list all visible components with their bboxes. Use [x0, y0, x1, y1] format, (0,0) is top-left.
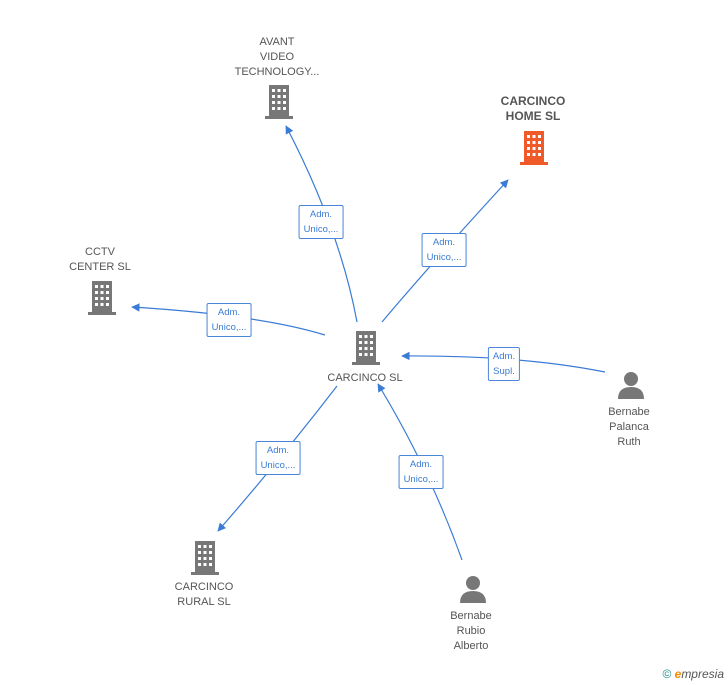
- person-icon[interactable]: [616, 370, 646, 400]
- node-label-carcinco-sl[interactable]: CARCINCO SL: [327, 372, 403, 384]
- building-icon[interactable]: [262, 84, 296, 120]
- building-icon[interactable]: [349, 330, 383, 366]
- copyright-icon: ©: [662, 667, 672, 681]
- edge-label-from-rubio[interactable]: Adm. Unico,...: [398, 455, 444, 489]
- edge-label-to-rural[interactable]: Adm. Unico,...: [255, 441, 301, 475]
- edge-label-to-home[interactable]: Adm. Unico,...: [421, 233, 467, 267]
- building-icon[interactable]: [188, 540, 222, 576]
- node-label-avant-video[interactable]: AVANT VIDEO TECHNOLOGY...: [234, 36, 320, 78]
- node-label-carcinco-rural[interactable]: CARCINCO RURAL SL: [174, 581, 234, 608]
- node-label-bernabe-rubio[interactable]: Bernabe Rubio Alberto: [450, 610, 492, 652]
- building-icon[interactable]: [85, 280, 119, 316]
- building-icon-highlight[interactable]: [517, 130, 551, 166]
- person-icon[interactable]: [458, 574, 488, 604]
- node-label-carcinco-home[interactable]: CARCINCO HOME SL: [500, 94, 566, 123]
- edge-label-to-avant[interactable]: Adm. Unico,...: [298, 205, 344, 239]
- brand-footer[interactable]: © empresia: [662, 667, 724, 681]
- brand-logo-text: mpresia: [681, 667, 724, 681]
- brand-logo-initial: e: [674, 667, 682, 681]
- edge-label-to-cctv[interactable]: Adm. Unico,...: [206, 303, 252, 337]
- node-label-bernabe-palanca[interactable]: Bernabe Palanca Ruth: [608, 406, 650, 448]
- node-label-cctv-center[interactable]: CCTV CENTER SL: [69, 246, 131, 273]
- edge-label-from-palanca[interactable]: Adm. Supl.: [487, 347, 521, 381]
